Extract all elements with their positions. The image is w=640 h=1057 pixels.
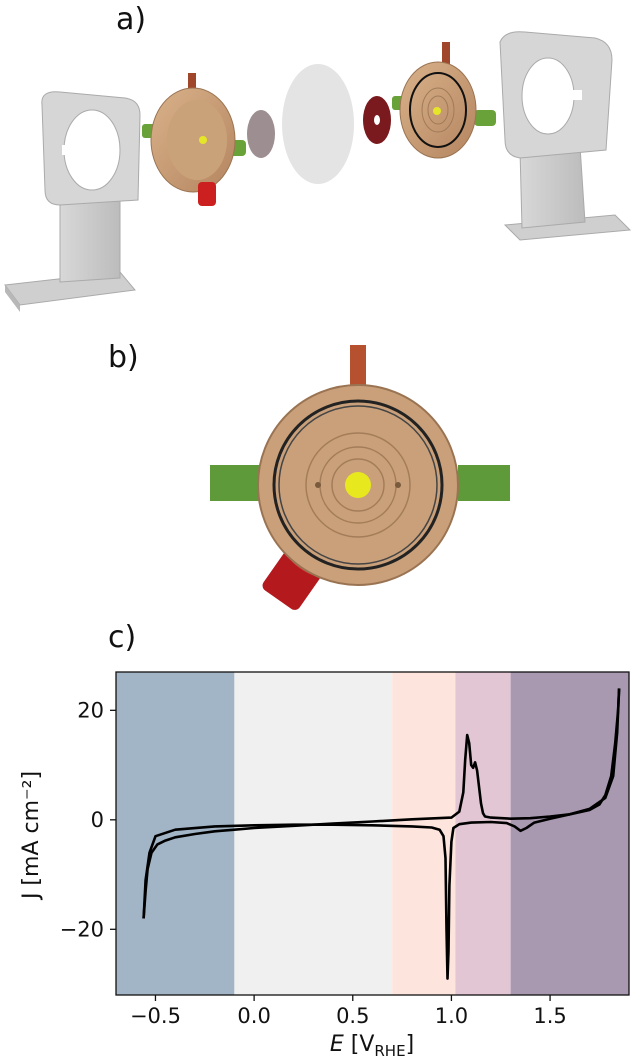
right-stand xyxy=(499,31,632,241)
potential-region-4 xyxy=(455,672,511,995)
left-stand xyxy=(4,91,141,312)
x-tick-label: −0.5 xyxy=(130,1004,181,1028)
panel-label-c: c) xyxy=(108,620,137,655)
potential-region-2 xyxy=(234,672,393,995)
x-tick-label: 0.5 xyxy=(336,1004,369,1028)
cv-curve-2 xyxy=(142,688,621,980)
x-tick-label: 1.0 xyxy=(435,1004,468,1028)
y-tick-label: 20 xyxy=(77,698,104,722)
exploded-cell-illustration xyxy=(4,31,632,312)
y-tick-label: 0 xyxy=(91,808,104,832)
x-tick-label: 0.0 xyxy=(237,1004,270,1028)
potential-region-3 xyxy=(392,672,456,995)
cv-chart: −0.5 0.0 0.5 1.0 1.5 −20 0 20 J [mA cm⁻²] E [VR… xyxy=(19,671,630,1057)
panel-label-b: b) xyxy=(108,340,139,375)
potential-region-1 xyxy=(116,672,235,995)
potential-region-5 xyxy=(510,672,629,995)
x-tick-label: 1.5 xyxy=(533,1004,566,1028)
y-tick-label: −20 xyxy=(60,917,104,941)
panel-label-a: a) xyxy=(116,2,147,37)
right-cell-half xyxy=(392,42,496,159)
membrane-disc xyxy=(282,64,354,184)
left-cell-half xyxy=(142,73,246,206)
y-axis-label: J [mA cm⁻²] xyxy=(19,771,44,901)
x-axis-label: E [VRHE] xyxy=(330,1032,414,1057)
cell-front-view-illustration xyxy=(210,345,510,610)
plot-frame xyxy=(115,671,630,996)
grey-gasket xyxy=(247,110,275,158)
